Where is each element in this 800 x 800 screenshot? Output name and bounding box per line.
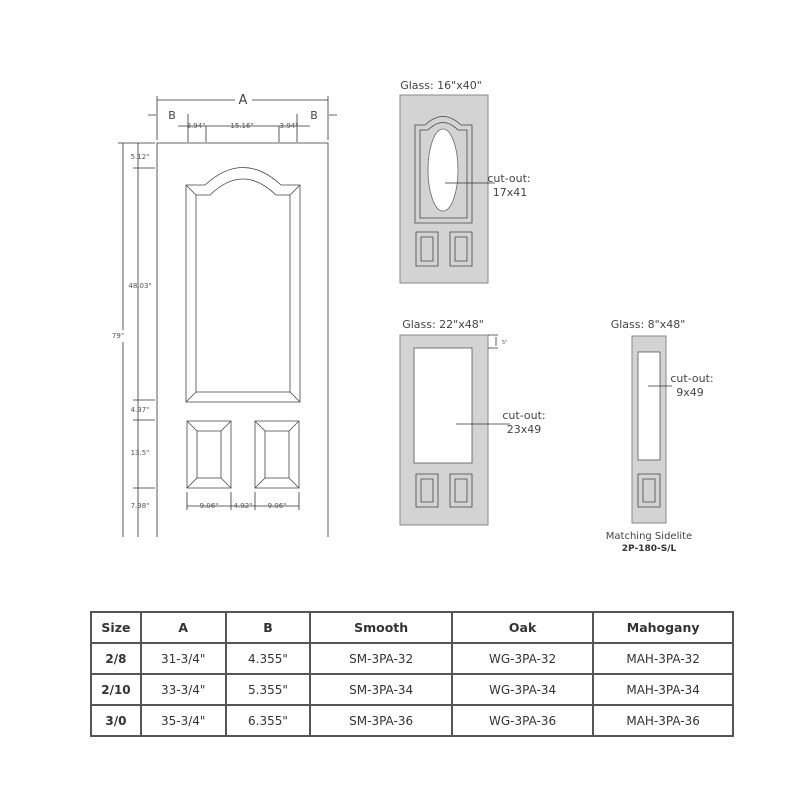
glass-size-label: Glass: 8"x48" xyxy=(611,318,686,331)
header-size: Size xyxy=(90,611,142,644)
cell-b: 6.355" xyxy=(224,704,312,737)
header-b: B xyxy=(224,611,312,644)
cell-oak: WG-3PA-32 xyxy=(450,642,595,675)
cell-b: 4.355" xyxy=(224,642,312,675)
dim-b-right-label: B xyxy=(310,109,318,122)
top-dim-1: 3.94" xyxy=(187,122,206,130)
header-mahogany: Mahogany xyxy=(592,611,734,644)
bottom-dim-2: 4.92" xyxy=(234,502,253,510)
cutout-size: 17x41 xyxy=(493,186,528,199)
top-rail-dim: 5" xyxy=(502,340,507,346)
sidelite-caption: Matching Sidelite xyxy=(606,531,692,542)
cell-a: 33-3/4" xyxy=(139,673,227,706)
sidelite-model: 2P-180-S/L xyxy=(622,544,677,554)
left-dim-1: 5.12" xyxy=(131,153,150,161)
bottom-dim-1: 9.06" xyxy=(200,502,219,510)
dim-b-left-label: B xyxy=(168,109,176,122)
top-dim-3: 3.94" xyxy=(280,122,299,130)
cell-oak: WG-3PA-34 xyxy=(450,673,595,706)
header-a: A xyxy=(139,611,227,644)
cell-size: 2/10 xyxy=(90,673,142,706)
glass-size-label: Glass: 22"x48" xyxy=(402,318,484,331)
cell-mahogany: MAH-3PA-32 xyxy=(592,642,734,675)
glass-size-label: Glass: 16"x40" xyxy=(400,79,482,92)
height-total: 79" xyxy=(112,332,124,340)
oval-glass xyxy=(427,128,459,212)
sidelite: Glass: 8"x48" cut-out: 9x49 Matching Sid… xyxy=(606,318,714,554)
sidelite-glass xyxy=(637,351,661,461)
cutout-label: cut-out: xyxy=(502,409,545,422)
top-dim-2: 15.16" xyxy=(230,122,253,130)
left-dim-4: 13.5" xyxy=(131,449,150,457)
cutout-size: 23x49 xyxy=(507,423,542,436)
table-header-row: Size A B Smooth Oak Mahogany xyxy=(90,611,734,644)
table-row: 2/10 33-3/4" 5.355" SM-3PA-34 WG-3PA-34 … xyxy=(90,673,734,706)
rect-glass xyxy=(413,347,473,464)
cell-size: 3/0 xyxy=(90,704,142,737)
cutout-label: cut-out: xyxy=(487,172,530,185)
table-row: 3/0 35-3/4" 6.355" SM-3PA-36 WG-3PA-36 M… xyxy=(90,704,734,737)
header-smooth: Smooth xyxy=(309,611,453,644)
table-row: 2/8 31-3/4" 4.355" SM-3PA-32 WG-3PA-32 M… xyxy=(90,642,734,675)
cell-oak: WG-3PA-36 xyxy=(450,704,595,737)
cell-a: 35-3/4" xyxy=(139,704,227,737)
cell-b: 5.355" xyxy=(224,673,312,706)
cell-a: 31-3/4" xyxy=(139,642,227,675)
bottom-dim-3: 9.06" xyxy=(268,502,287,510)
rect-glass-door: Glass: 22"x48" 5" cut-out: 23x49 xyxy=(399,318,546,526)
header-oak: Oak xyxy=(450,611,595,644)
cell-mahogany: MAH-3PA-36 xyxy=(592,704,734,737)
main-door-drawing: A B B 3.94" 15.16" 3.94" 79" 5.12" 48.03… xyxy=(112,93,337,537)
left-dim-2: 48.03" xyxy=(128,282,151,290)
cell-size: 2/8 xyxy=(90,642,142,675)
cell-mahogany: MAH-3PA-34 xyxy=(592,673,734,706)
door-drawings: A B B 3.94" 15.16" 3.94" 79" 5.12" 48.03… xyxy=(112,79,714,554)
cell-smooth: SM-3PA-36 xyxy=(309,704,453,737)
oval-glass-door: Glass: 16"x40" cut-out: 17x41 xyxy=(399,79,531,284)
size-table: Size A B Smooth Oak Mahogany 2/8 31-3/4"… xyxy=(90,611,734,737)
cell-smooth: SM-3PA-34 xyxy=(309,673,453,706)
left-dim-3: 4.37" xyxy=(131,406,150,414)
dim-a-label: A xyxy=(239,93,248,108)
cell-smooth: SM-3PA-32 xyxy=(309,642,453,675)
left-dim-5: 7.98" xyxy=(131,502,150,510)
cutout-label: cut-out: xyxy=(670,372,713,385)
cutout-size: 9x49 xyxy=(676,386,704,399)
